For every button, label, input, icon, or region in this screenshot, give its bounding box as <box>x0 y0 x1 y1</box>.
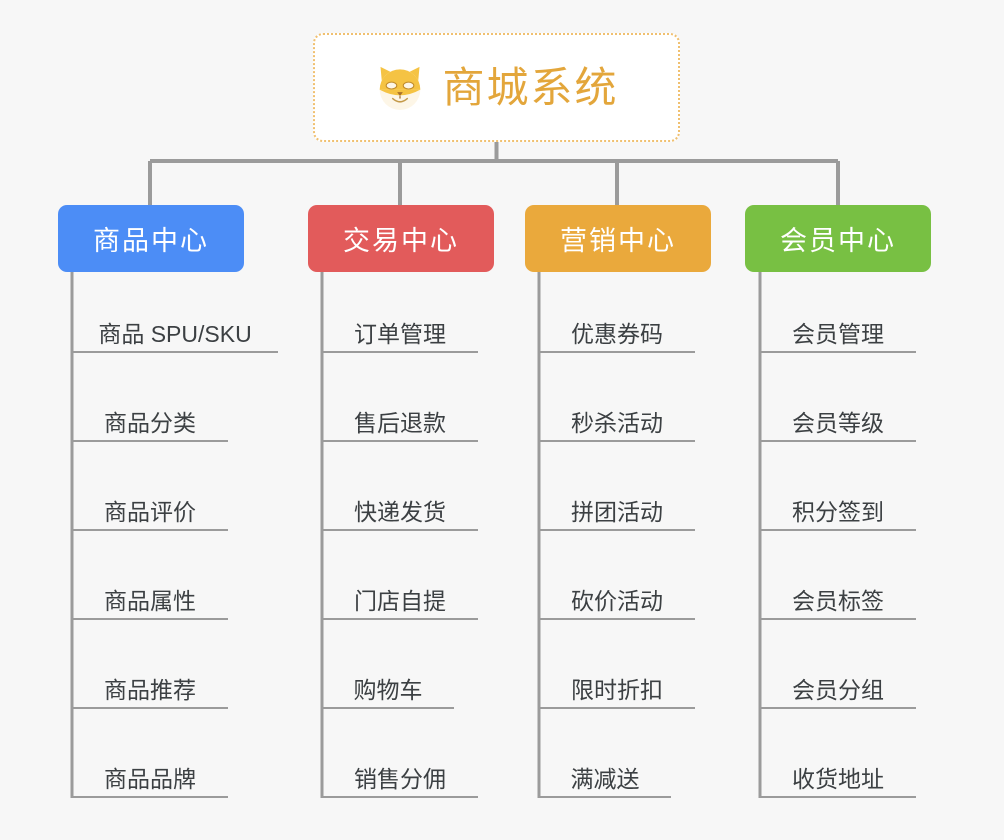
leaf-item-label: 会员等级 <box>792 409 884 436</box>
leaf-item-label: 商品评价 <box>104 498 196 525</box>
leaf-item-label: 会员分组 <box>792 676 884 703</box>
leaf-item-label: 会员标签 <box>792 587 884 614</box>
leaf-item-label: 商品属性 <box>104 587 196 614</box>
leaf-item-label: 限时折扣 <box>571 676 663 703</box>
leaf-item[interactable]: 秒杀活动 <box>539 398 695 442</box>
leaf-item[interactable]: 售后退款 <box>322 398 478 442</box>
leaf-item-label: 会员管理 <box>792 320 884 347</box>
leaf-item[interactable]: 商品分类 <box>72 398 228 442</box>
leaf-item-label: 销售分佣 <box>354 765 446 792</box>
category-box-marketing-center[interactable]: 营销中心 <box>525 205 711 272</box>
leaf-item[interactable]: 会员标签 <box>760 576 916 620</box>
leaf-item-label: 收货地址 <box>792 765 884 792</box>
leaf-item[interactable]: 销售分佣 <box>322 754 478 798</box>
leaf-item-label: 满减送 <box>570 765 640 792</box>
leaf-item[interactable]: 门店自提 <box>322 576 478 620</box>
leaf-item[interactable]: 商品推荐 <box>72 665 228 709</box>
category-box-trade-center[interactable]: 交易中心 <box>308 205 494 272</box>
leaf-item[interactable]: 满减送 <box>539 754 671 798</box>
leaf-item[interactable]: 商品评价 <box>72 487 228 531</box>
category-box-product-center[interactable]: 商品中心 <box>58 205 244 272</box>
leaf-item-label: 积分签到 <box>792 498 884 525</box>
leaf-item-label: 订单管理 <box>354 320 446 347</box>
leaf-item-label: 砍价活动 <box>571 587 663 614</box>
category-box-member-center[interactable]: 会员中心 <box>745 205 931 272</box>
leaf-item[interactable]: 优惠券码 <box>539 309 695 353</box>
leaf-item-label: 拼团活动 <box>571 498 663 525</box>
leaf-item[interactable]: 会员等级 <box>760 398 916 442</box>
shiba-dog-face-icon <box>380 66 421 110</box>
leaf-item-label: 商品分类 <box>104 409 196 436</box>
leaf-item[interactable]: 会员管理 <box>760 309 916 353</box>
leaf-item[interactable]: 快递发货 <box>322 487 478 531</box>
leaf-item-label: 快递发货 <box>354 498 446 525</box>
leaf-item[interactable]: 商品品牌 <box>72 754 228 798</box>
leaf-item[interactable]: 订单管理 <box>322 309 478 353</box>
root-title: 商城系统 <box>442 63 619 111</box>
category-label: 会员中心 <box>780 226 896 256</box>
category-label: 营销中心 <box>560 226 676 256</box>
leaf-item[interactable]: 拼团活动 <box>539 487 695 531</box>
category-label: 商品中心 <box>93 226 209 256</box>
leaf-item[interactable]: 砍价活动 <box>539 576 695 620</box>
leaf-item[interactable]: 商品属性 <box>72 576 228 620</box>
leaf-item-label: 购物车 <box>353 676 423 703</box>
leaf-item[interactable]: 购物车 <box>322 665 454 709</box>
leaf-item[interactable]: 积分签到 <box>760 487 916 531</box>
root-node[interactable]: 商城系统 <box>313 33 680 142</box>
leaf-item[interactable]: 收货地址 <box>760 754 916 798</box>
leaf-item-label: 商品品牌 <box>104 765 196 792</box>
category-label: 交易中心 <box>343 226 459 256</box>
leaf-item-label: 商品 SPU/SKU <box>98 320 252 347</box>
leaf-item[interactable]: 商品 SPU/SKU <box>72 309 278 353</box>
leaf-item-label: 售后退款 <box>354 409 446 436</box>
leaf-item[interactable]: 会员分组 <box>760 665 916 709</box>
leaf-item-label: 门店自提 <box>354 587 446 614</box>
leaf-item-label: 商品推荐 <box>104 676 196 703</box>
leaf-item-label: 优惠券码 <box>571 320 663 347</box>
leaf-item-label: 秒杀活动 <box>571 409 663 436</box>
leaf-item[interactable]: 限时折扣 <box>539 665 695 709</box>
